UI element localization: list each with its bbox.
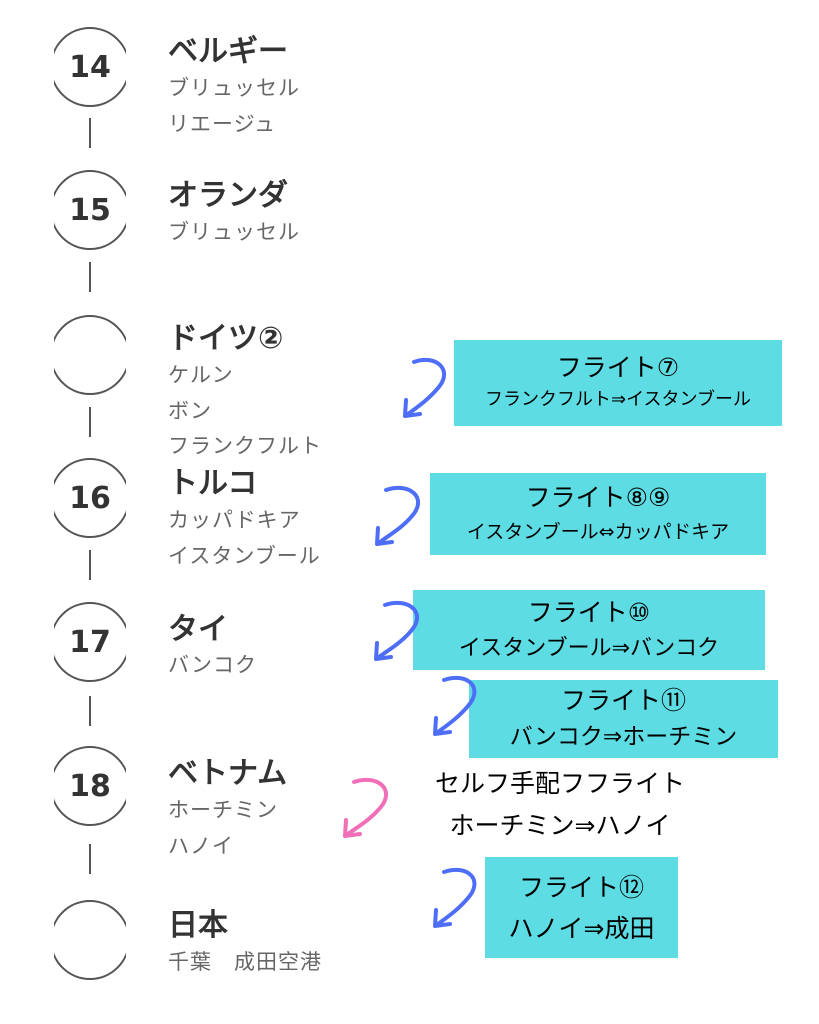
place-bangkok: バンコク [168,653,258,677]
stop-title-belgium: ベルギー [168,34,288,69]
node-number: 15 [69,192,111,228]
place-brussels: ブリュッセル [168,220,300,244]
stop-title-japan: 日本 [168,908,228,943]
circle-gap [46,766,54,806]
stop-title-turkey: トルコ [168,466,258,501]
timeline-connector [89,407,91,437]
place-hochiminh: ホーチミン [168,798,278,822]
place-narita: 千葉 成田空港 [168,950,322,974]
timeline-node-14: 14 [50,27,130,107]
timeline-connector [89,696,91,726]
circle-gap [46,335,54,375]
place-istanbul: イスタンブール [168,544,321,568]
flight-box-7: フライト⑦ フランクフルト⇒イスタンブール [454,340,782,426]
timeline-connector [89,550,91,580]
stop-title-thailand: タイ [168,612,228,647]
flight-label: セルフ手配フフライト [434,769,685,798]
timeline-connector [89,262,91,292]
curved-arrow-icon [433,675,477,736]
circle-gap [46,478,54,518]
timeline-node-18: 18 [50,746,130,826]
node-number: 14 [69,49,111,85]
flight-route: ホーチミン⇒ハノイ [449,811,671,840]
circle-gap [46,190,54,230]
timeline-connector [89,118,91,148]
circle-gap [126,190,134,230]
place-cappadocia: カッパドキア [168,508,301,532]
timeline-connector [89,844,91,874]
flight-label: フライト⑦ [556,353,680,382]
flight-box-8-9: フライト⑧⑨ イスタンブール⇔カッパドキア [430,473,766,555]
stop-title-netherlands: オランダ [168,178,288,213]
circle-gap [126,766,134,806]
circle-gap [126,920,134,960]
circle-gap [46,47,54,87]
circle-gap [126,478,134,518]
flight-label: フライト⑩ [527,598,651,627]
circle-gap [126,622,134,662]
flight-route: イスタンブール⇒バンコク [458,636,720,661]
node-number: 16 [69,480,111,516]
timeline-node-16: 16 [50,458,130,538]
curved-arrow-icon [375,485,420,546]
flight-label: フライト⑪ [560,686,686,715]
curved-arrow-icon [343,777,388,838]
stop-title-germany: ドイツ② [168,321,284,356]
flight-label: フライト⑫ [518,872,644,902]
circle-gap [46,920,54,960]
place-brussels: ブリュッセル [168,76,300,100]
place-bonn: ボン [168,399,212,423]
timeline-node-germany [50,315,130,395]
flight-route: イスタンブール⇔カッパドキア [466,521,730,543]
flight-box-12: フライト⑫ ハノイ⇒成田 [485,857,678,958]
flight-route: バンコク⇒ホーチミン [509,724,738,750]
place-liege: リエージュ [168,112,277,136]
stop-title-vietnam: ベトナム [168,756,288,791]
flight-box-10: フライト⑩ イスタンブール⇒バンコク [413,590,765,670]
node-number: 18 [69,768,111,804]
circle-gap [46,622,54,662]
self-arranged-flight: セルフ手配フフライト ホーチミン⇒ハノイ [398,764,722,848]
place-hanoi: ハノイ [168,834,234,858]
timeline-node-15: 15 [50,170,130,250]
place-cologne: ケルン [168,363,234,387]
curved-arrow-icon [403,357,446,418]
node-number: 17 [69,624,111,660]
timeline-node-17: 17 [50,602,130,682]
curved-arrow-icon [433,867,477,928]
flight-route: ハノイ⇒成田 [508,913,655,943]
flight-box-11: フライト⑪ バンコク⇒ホーチミン [469,680,778,758]
circle-gap [126,47,134,87]
circle-gap [126,335,134,375]
flight-label: フライト⑧⑨ [525,483,671,512]
place-frankfurt: フランクフルト [168,434,322,458]
flight-route: フランクフルト⇒イスタンブール [484,389,751,410]
timeline-node-japan [50,900,130,980]
curved-arrow-icon [374,600,419,661]
